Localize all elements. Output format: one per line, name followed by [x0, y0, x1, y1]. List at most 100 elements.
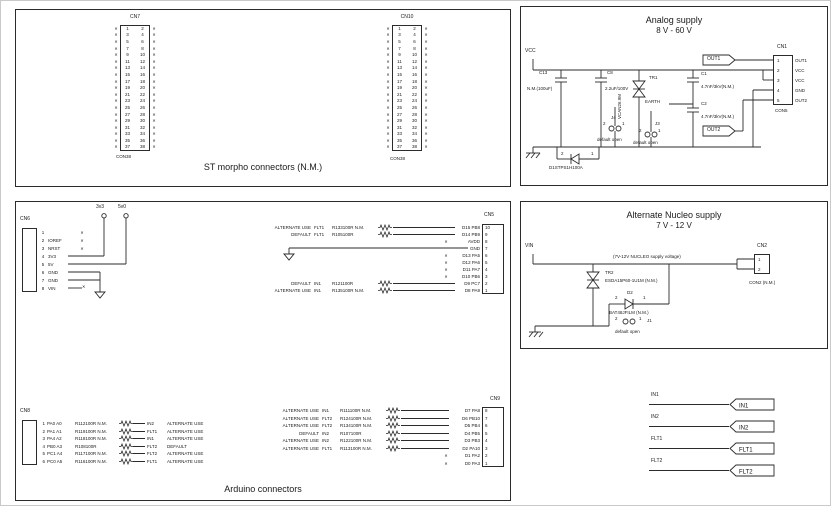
pin-number: 10	[411, 52, 417, 58]
d2-ref: D2	[627, 290, 633, 295]
pin-row: ✕ 25 26 ✕	[112, 104, 158, 111]
pin-row: ✕ 5 6 ✕	[384, 38, 430, 45]
connector-row: 6 PC0 A5 R116100R N.M. FLT1 ALTERNATE US…	[38, 457, 204, 466]
connector-row: 5 OUT2	[774, 95, 807, 105]
resistor-ref: R112100R N.M.	[75, 421, 107, 427]
wire	[133, 445, 145, 447]
pin-number: 13	[124, 65, 130, 71]
nc-mark-icon: ✕	[424, 124, 428, 130]
net-label: PC1 A4	[47, 451, 63, 457]
use-label: ALTERNATE USE	[167, 458, 204, 464]
c1-value: 4.7nF/3kV(N.M.)	[701, 84, 735, 89]
nc-mark-icon: ✕	[424, 137, 428, 143]
cn2-label: CN2	[757, 243, 768, 249]
net-label: VIN	[48, 285, 56, 291]
cn5-connector: D15 PB8 10 D14 PB9 9 ✕ AVDD 8 GND	[442, 224, 496, 294]
pin-number: 31	[124, 124, 130, 130]
j4-ref: J4	[611, 115, 616, 120]
nc-mark-icon: ✕	[114, 85, 118, 91]
resistor-row: DEFAULT IN2 R107100R	[268, 429, 450, 438]
net-label: OUT1	[795, 57, 808, 63]
tr2-value: ESDA15P60-1U1M (N.M.)	[605, 278, 658, 283]
pin-row: ✕ 15 16 ✕	[112, 71, 158, 78]
resistor-row: DEFAULT IN1 R121100R	[260, 280, 456, 287]
nc-mark-icon: ✕	[386, 25, 390, 31]
pin-number: 33	[124, 131, 130, 137]
resistor-row: ALTERNATE USE FLT1 R133100R N.M.	[260, 224, 456, 231]
pin-number: 7	[126, 45, 129, 51]
use-label: ALTERNATE USE	[167, 451, 204, 457]
use-label: ALTERNATE USE	[167, 421, 204, 427]
pin-row: ✕ 1 2 ✕	[384, 25, 430, 32]
pin-row: ✕ 35 36 ✕	[112, 137, 158, 144]
hierarchical-flag-icon: IN2	[729, 420, 775, 433]
svg-text:FLT1: FLT1	[739, 448, 753, 454]
pin-number: 27	[124, 111, 130, 117]
pin-number: 20	[411, 85, 417, 91]
pin-number: 21	[124, 91, 130, 97]
arduino-title: Arduino connectors	[224, 484, 302, 494]
pin-number: 8	[485, 239, 488, 244]
pin-number: 14	[411, 65, 417, 71]
resistor-row: DEFAULT FLT1 R105100R	[260, 231, 456, 238]
pin-number: 8	[41, 285, 45, 291]
pin-number: 35	[124, 137, 130, 143]
pin-row: ✕ 37 38 ✕	[112, 144, 158, 151]
wire	[133, 460, 145, 462]
signal-label: FLT2	[322, 423, 333, 429]
pin-number: 24	[139, 98, 145, 104]
pin-row: ✕ 11 12 ✕	[112, 58, 158, 65]
nc-mark-icon: ✕	[114, 144, 118, 150]
hierarchical-flag-icon: IN1	[729, 398, 775, 411]
pin-row: ✕ 31 32 ✕	[384, 124, 430, 131]
pin-number: 24	[411, 98, 417, 104]
signal-label: FLT2	[147, 443, 158, 449]
pin-row: ✕ 35 36 ✕	[384, 137, 430, 144]
nc-mark-icon: ✕	[386, 45, 390, 51]
vin-nc-mark-icon: ✕	[82, 284, 86, 289]
pin-row: ✕ 15 16 ✕	[384, 71, 430, 78]
pin-number: 26	[139, 104, 145, 110]
pin-number: 34	[139, 131, 145, 137]
use-label: ALTERNATE USE	[167, 436, 204, 442]
connector-row: 2 PA1 A1 R119100R N.M. FLT1 ALTERNATE US…	[38, 427, 203, 436]
net-label: D3 PB3	[464, 438, 480, 444]
nc-mark-icon: ✕	[152, 85, 156, 91]
net-label: 5V	[48, 261, 54, 267]
connector-row: ✕ D0 PA3 1	[442, 460, 496, 468]
pin-row: ✕ 21 22 ✕	[112, 91, 158, 98]
nc-mark-icon: ✕	[424, 71, 428, 77]
signal-label: IN1	[314, 281, 322, 286]
wire	[133, 423, 145, 425]
nc-mark-icon: ✕	[114, 32, 118, 38]
use-label: ALTERNATE USE	[282, 438, 319, 444]
nc-mark-icon: ✕	[424, 85, 428, 91]
wire	[393, 290, 455, 291]
out1-flag: OUT1	[707, 56, 721, 62]
pin-number: 5	[126, 38, 129, 44]
pin-number: 37	[124, 144, 130, 150]
net-label: PC0 A5	[47, 458, 63, 464]
wire	[401, 432, 449, 434]
cn2-connector: 1 2	[755, 254, 767, 274]
pin-number: 29	[396, 118, 402, 124]
connector-row: 3 PA4 A2 R118100R N.M. IN1 ALTERNATE USE	[38, 435, 203, 443]
cn2-footer: CON2 (N.M.)	[749, 280, 776, 285]
pin-number: 25	[396, 104, 402, 110]
pin-number: 2	[413, 25, 416, 31]
pin-number: 11	[397, 58, 402, 64]
c8-ref: C8	[607, 70, 613, 75]
nc-mark-icon: ✕	[114, 71, 118, 77]
net-label: D9 PC7	[464, 281, 480, 286]
j1-pin2: 2	[615, 316, 618, 321]
earth-label: EARTH	[645, 99, 661, 104]
pin-number: 36	[411, 137, 417, 143]
pin-number: 7	[41, 277, 45, 283]
j4-pin2: 2	[603, 121, 606, 126]
nc-mark-icon: ✕	[386, 85, 390, 91]
pin-number: 9	[398, 52, 401, 58]
pin-number: 2	[41, 237, 45, 243]
nc-mark-icon: ✕	[114, 58, 118, 64]
pin-number: 8	[413, 45, 416, 51]
nc-mark-icon: ✕	[444, 453, 448, 459]
